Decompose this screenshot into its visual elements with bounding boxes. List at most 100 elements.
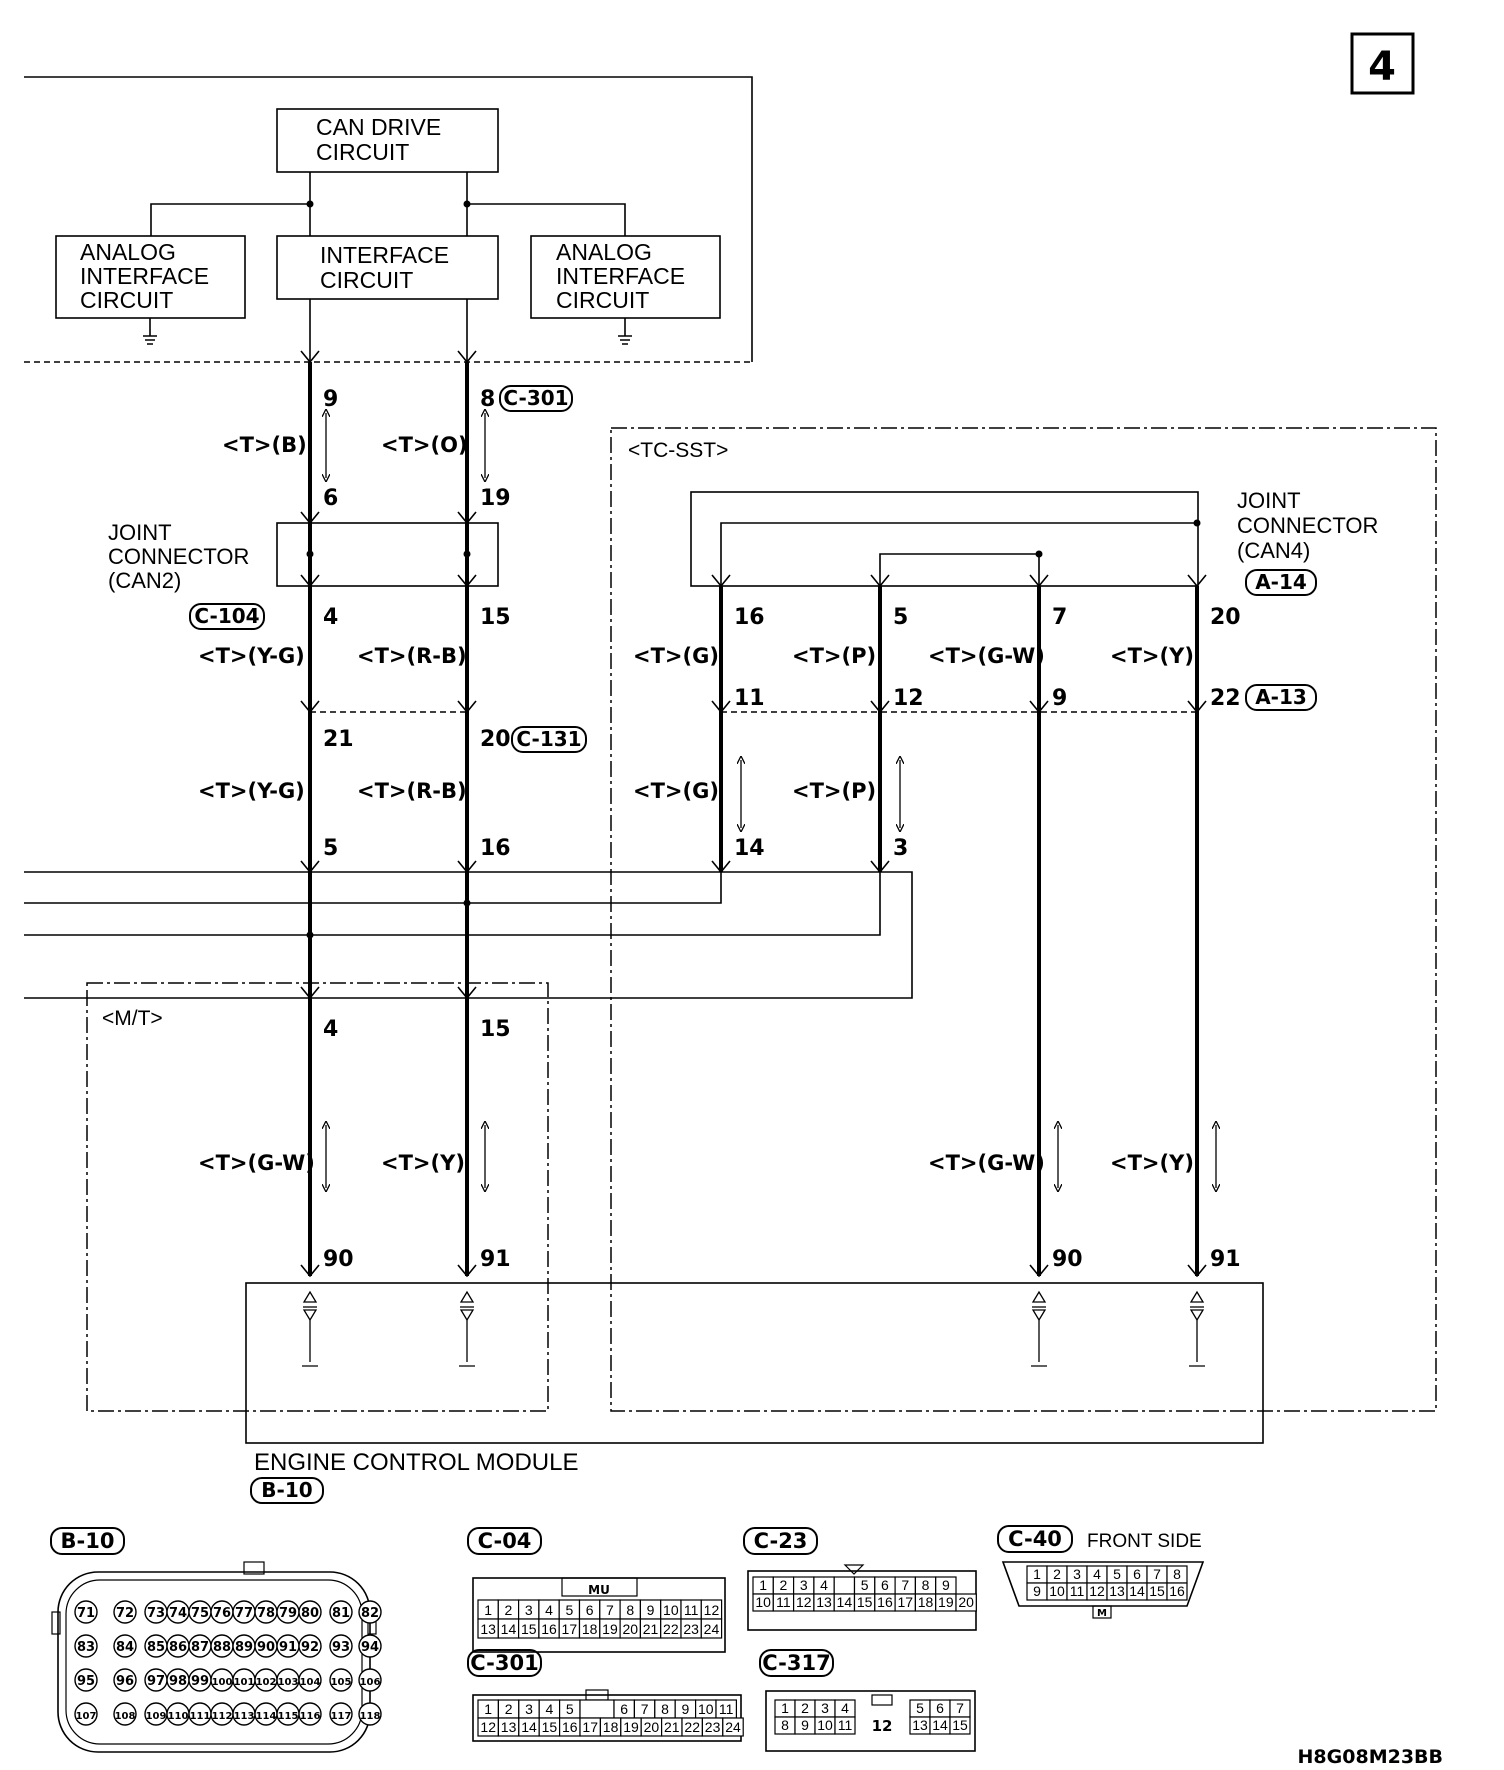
c40-pin-label: 6 <box>1133 1566 1141 1582</box>
can-drive-line2: CIRCUIT <box>316 139 409 165</box>
b10-pin-label: 93 <box>332 1640 350 1655</box>
b10-pin-label: 96 <box>116 1674 134 1689</box>
c301-pin-label: 5 <box>566 1701 574 1717</box>
can4-line1: JOINT <box>1237 488 1301 513</box>
terminal-chevron <box>1029 700 1049 714</box>
terminal-chevron <box>300 700 320 714</box>
terminal-chevron <box>300 986 320 1000</box>
ground-symbol-left <box>143 318 157 345</box>
ecm-terminal-up <box>302 1290 318 1303</box>
b10-cavity <box>358 1668 382 1692</box>
b10-pin-label: 118 <box>360 1711 381 1722</box>
c40-pin-label: 4 <box>1093 1566 1101 1582</box>
b10-cavity <box>329 1600 353 1624</box>
color-w5-1: <T>(G-W) <box>928 1151 1045 1175</box>
c301-tag-box <box>467 1649 542 1677</box>
analog-right-line2: INTERFACE <box>556 263 685 289</box>
ecm-terminal-down <box>302 1309 318 1322</box>
ecm-terminals <box>302 1290 1205 1367</box>
tag-c301: C-301 <box>503 386 568 410</box>
c317-pin-label: 15 <box>952 1717 968 1733</box>
b10-pin-label: 102 <box>256 1677 277 1688</box>
b10-cavity <box>358 1600 382 1624</box>
pin-w1-3: 21 <box>323 727 354 752</box>
pin-w1-5: 4 <box>323 1017 338 1042</box>
mt-label: <M/T> <box>102 1007 163 1030</box>
c40-front-side-note: FRONT SIDE <box>1087 1531 1202 1552</box>
pin-w1-0: 9 <box>323 387 338 412</box>
c40-mark: M <box>1097 1608 1107 1619</box>
b10-pin-label: 84 <box>116 1640 134 1655</box>
terminal-chevron <box>457 986 477 1000</box>
pin-w1-4: 5 <box>323 836 338 861</box>
terminal-chevron <box>300 860 320 874</box>
figure-code: H8G08M23BB <box>1298 1746 1443 1768</box>
c04-pin-label: 13 <box>480 1621 496 1637</box>
color-w1-1: <T>(Y-G) <box>198 644 305 668</box>
b10-cavity <box>329 1702 353 1726</box>
pin-w4-1: 12 <box>893 686 924 711</box>
c04-pin-label: 19 <box>602 1621 618 1637</box>
c317-pin-label: 4 <box>841 1700 849 1716</box>
c23-cavity <box>955 1593 977 1612</box>
b10-cavity <box>298 1668 322 1692</box>
color-w1-3: <T>(G-W) <box>198 1151 315 1175</box>
b10-pin-label: 111 <box>190 1711 211 1722</box>
control-unit-frame <box>24 76 753 362</box>
c40-tag: C-40 <box>1008 1527 1062 1551</box>
c04-pin-label: 4 <box>545 1602 553 1618</box>
c40-cavity <box>1166 1582 1188 1601</box>
internal-wiring <box>150 172 626 362</box>
c40-pin-label: 11 <box>1070 1583 1085 1599</box>
tag-a14: A-14 <box>1255 570 1307 594</box>
terminal-chevron <box>300 350 320 364</box>
pin-w5-0: 7 <box>1052 605 1067 630</box>
c301-pin-label: 6 <box>620 1701 628 1717</box>
can-wires <box>308 362 1199 1276</box>
b10-cavity <box>358 1702 382 1726</box>
c04-pin-label: 16 <box>541 1621 557 1637</box>
b10-cavity <box>74 1668 98 1692</box>
c317-pin-label: 8 <box>781 1717 789 1733</box>
c301-pin-label: 16 <box>562 1719 578 1735</box>
terminal-chevron <box>300 511 320 525</box>
wire-color-labels: <T>(B) <T>(O) <T>(Y-G) <T>(R-B) <T>(Y-G)… <box>198 433 1194 1175</box>
b10-pin-label: 80 <box>301 1606 319 1621</box>
c23-pin-label: 3 <box>800 1577 808 1593</box>
c317-pin-label: 7 <box>956 1700 964 1716</box>
ecm-terminal-up <box>1031 1290 1047 1303</box>
connector-tags: C-301 C-104 C-131 A-14 A-13 <box>189 385 1317 753</box>
b10-pin-label: 98 <box>169 1674 187 1689</box>
c301-pin-label: 7 <box>641 1701 649 1717</box>
c04-pin-label: 11 <box>684 1602 699 1618</box>
color-w2-0: <T>(O) <box>381 433 468 457</box>
c301-pin-label: 19 <box>623 1719 639 1735</box>
c301-pin-label: 24 <box>725 1719 741 1735</box>
c317-housing <box>765 1690 976 1752</box>
b10-pin-label: 99 <box>191 1674 209 1689</box>
b10-pin-label: 81 <box>332 1606 350 1621</box>
c04-pin-label: 15 <box>521 1621 537 1637</box>
c23-pin-label: 4 <box>820 1577 828 1593</box>
ecm-connector-tag: B-10 <box>261 1478 312 1502</box>
can2-line3: (CAN2) <box>108 568 181 593</box>
b10-pin-label: 100 <box>212 1677 233 1688</box>
b10-pin-label: 79 <box>279 1606 297 1621</box>
c40-pin-label: 14 <box>1129 1583 1145 1599</box>
c301-pin-label: 14 <box>521 1719 537 1735</box>
b10-pin-label: 85 <box>147 1640 165 1655</box>
color-w1-0: <T>(B) <box>222 433 307 457</box>
c40-pin-label: 9 <box>1033 1583 1041 1599</box>
c04-tag-box <box>467 1527 542 1555</box>
b10-pin-label: 75 <box>191 1606 209 1621</box>
ecm-terminal-down <box>459 1309 475 1322</box>
ground-symbol-right <box>618 318 632 345</box>
b10-pin-label: 108 <box>115 1711 136 1722</box>
color-w6-0: <T>(Y) <box>1110 644 1194 668</box>
ecm-terminal-down <box>1031 1309 1047 1322</box>
pin-w2-1: 19 <box>480 486 511 511</box>
analog-left-line1: ANALOG <box>80 239 176 265</box>
b10-pin-label: 110 <box>168 1711 189 1722</box>
terminal-chevron <box>711 574 731 588</box>
